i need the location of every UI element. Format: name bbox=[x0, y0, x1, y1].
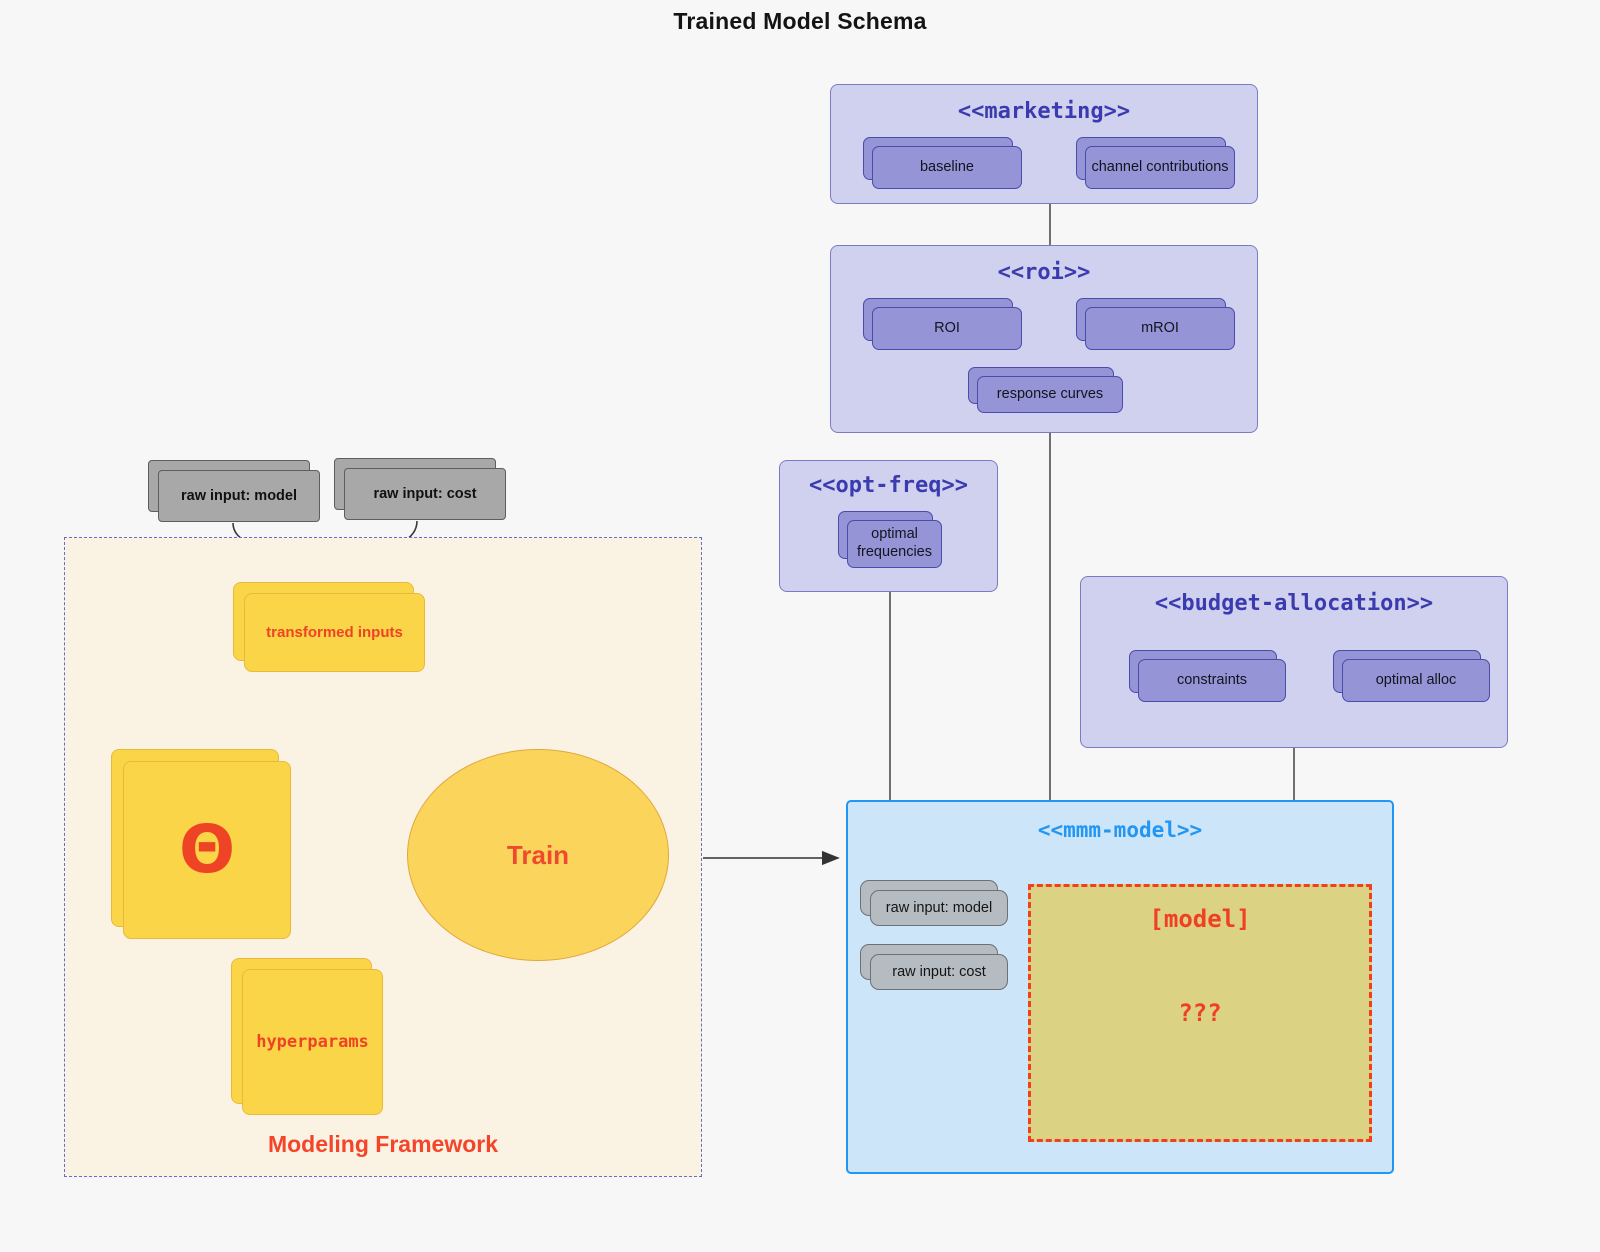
node-train-label: Train bbox=[506, 839, 570, 870]
node-mroi[interactable]: mROI bbox=[1076, 298, 1235, 350]
node-roi[interactable]: ROI bbox=[863, 298, 1022, 350]
node-optimal-alloc[interactable]: optimal alloc bbox=[1333, 650, 1490, 702]
node-hyperparams-label: hyperparams bbox=[242, 969, 383, 1115]
package-budget-allocation-title: <<budget-allocation>> bbox=[1154, 591, 1434, 616]
node-roi-label: ROI bbox=[872, 307, 1022, 350]
node-theta-face: Θ bbox=[123, 761, 291, 939]
node-optimal-frequencies-line2: frequencies bbox=[857, 544, 932, 560]
package-opt-freq-title: <<opt-freq>> bbox=[809, 473, 968, 498]
package-marketing-title: <<marketing>> bbox=[957, 99, 1131, 124]
node-channel-contributions[interactable]: channel contributions bbox=[1076, 137, 1235, 189]
node-optimal-frequencies-line1: optimal bbox=[871, 526, 918, 543]
node-response-curves[interactable]: response curves bbox=[968, 367, 1123, 413]
node-mroi-label: mROI bbox=[1085, 307, 1235, 350]
modeling-framework-container[interactable]: Modeling Framework transformed inputs Θ … bbox=[64, 537, 702, 1177]
node-mmm-raw-input-cost-label: raw input: cost bbox=[870, 954, 1008, 990]
node-raw-input-model-label: raw input: model bbox=[158, 470, 320, 522]
node-constraints-label: constraints bbox=[1138, 659, 1286, 702]
theta-icon: Θ bbox=[178, 811, 236, 888]
page-title: Trained Model Schema bbox=[673, 8, 927, 34]
node-optimal-alloc-label: optimal alloc bbox=[1342, 659, 1490, 702]
node-optimal-frequencies[interactable]: optimal frequencies bbox=[838, 511, 942, 568]
package-roi-title: <<roi>> bbox=[997, 260, 1091, 285]
model-unknown-label: ??? bbox=[1178, 999, 1222, 1027]
node-mmm-raw-input-model-label: raw input: model bbox=[870, 890, 1008, 926]
package-mmm-model-title: <<mmm-model>> bbox=[1037, 818, 1203, 842]
package-marketing[interactable]: <<marketing>> baseline channel contribut… bbox=[830, 84, 1258, 204]
node-raw-input-cost-label: raw input: cost bbox=[344, 468, 506, 520]
node-mmm-raw-input-model[interactable]: raw input: model bbox=[860, 880, 1008, 926]
node-transformed-inputs-label: transformed inputs bbox=[244, 593, 425, 672]
model-placeholder-box[interactable]: [model] ??? bbox=[1028, 884, 1372, 1142]
package-mmm-model[interactable]: <<mmm-model>> raw input: model raw input… bbox=[846, 800, 1394, 1174]
package-opt-freq[interactable]: <<opt-freq>> optimal frequencies bbox=[779, 460, 998, 592]
package-budget-allocation[interactable]: <<budget-allocation>> constraints optima… bbox=[1080, 576, 1508, 748]
node-raw-input-model[interactable]: raw input: model bbox=[148, 460, 320, 522]
node-hyperparams[interactable]: hyperparams bbox=[231, 958, 383, 1115]
node-train[interactable]: Train bbox=[407, 749, 669, 961]
node-baseline[interactable]: baseline bbox=[863, 137, 1022, 189]
node-theta[interactable]: Θ bbox=[111, 749, 291, 939]
package-roi[interactable]: <<roi>> ROI mROI response curves bbox=[830, 245, 1258, 433]
node-raw-input-cost[interactable]: raw input: cost bbox=[334, 458, 506, 520]
modeling-framework-label: Modeling Framework bbox=[267, 1131, 499, 1157]
node-optimal-frequencies-label: optimal frequencies bbox=[847, 520, 942, 568]
model-placeholder-label: [model] bbox=[1149, 905, 1251, 933]
node-transformed-inputs[interactable]: transformed inputs bbox=[233, 582, 425, 672]
node-channel-contributions-label: channel contributions bbox=[1085, 146, 1235, 189]
node-baseline-label: baseline bbox=[872, 146, 1022, 189]
node-constraints[interactable]: constraints bbox=[1129, 650, 1286, 702]
node-mmm-raw-input-cost[interactable]: raw input: cost bbox=[860, 944, 1008, 990]
node-response-curves-label: response curves bbox=[977, 376, 1123, 413]
